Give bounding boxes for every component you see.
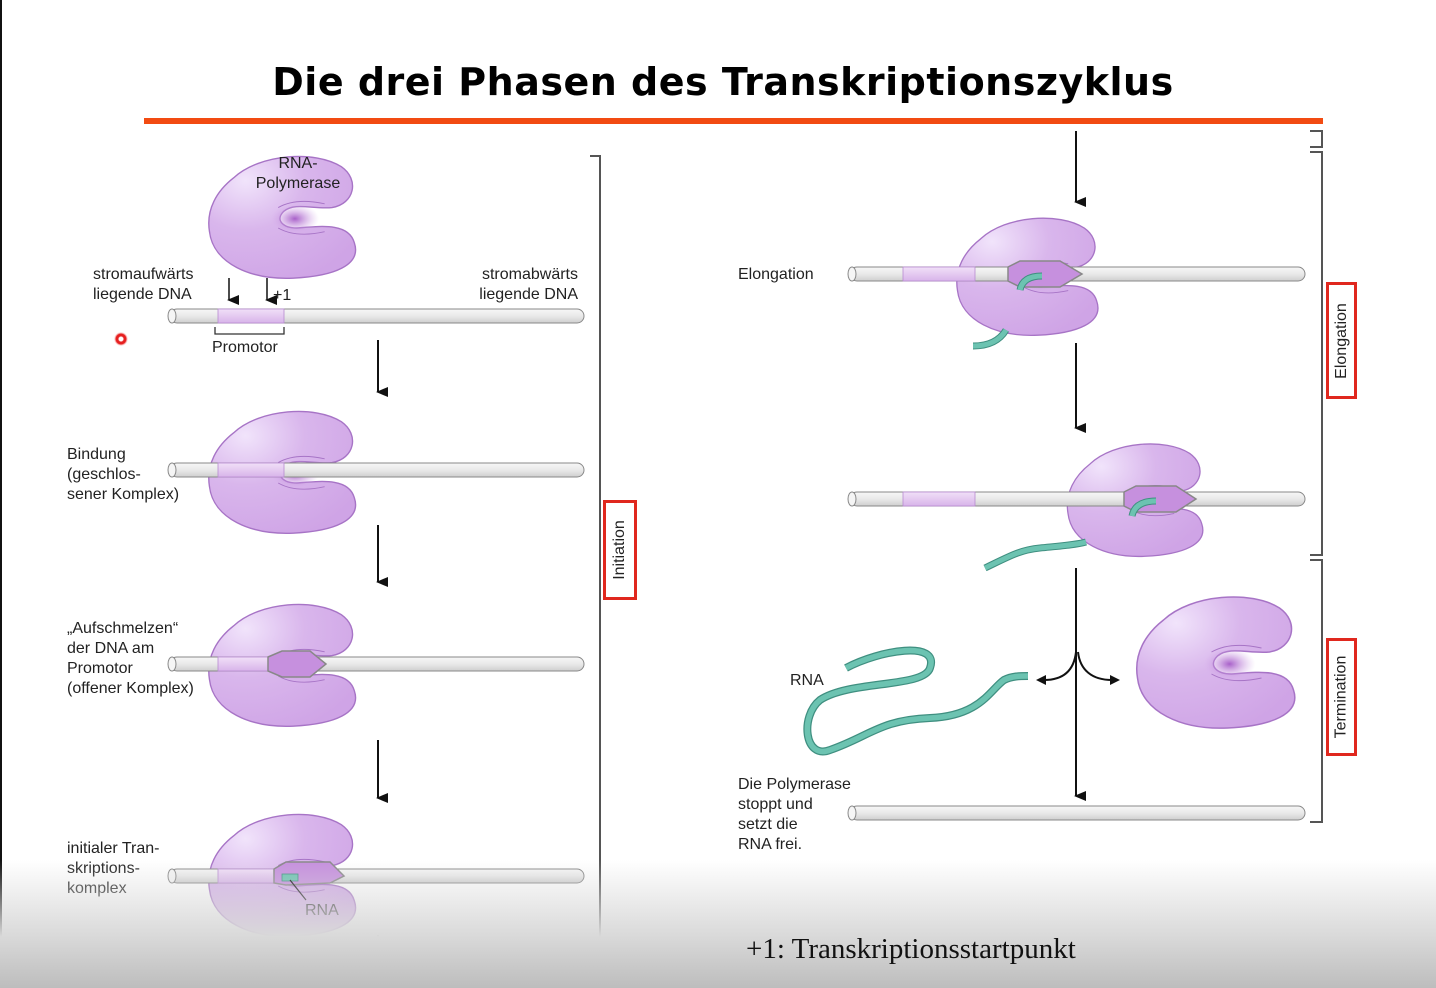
bottom-shadow-overlay [0, 860, 1436, 988]
laser-pointer-dot [114, 332, 128, 346]
dna-strand-2 [167, 462, 585, 478]
released-rna-label: RNA [790, 672, 824, 689]
window-left-edge [0, 0, 2, 988]
phase-termination-text: Termination [1332, 655, 1350, 739]
footnote: +1: Transkriptionsstartpunkt [746, 933, 1076, 965]
rna-polymerase-label: RNA- Polymerase [255, 155, 341, 192]
upstream-dna-label: stromaufwärts liegende DNA [93, 266, 194, 303]
plus-one-label: +1 [273, 287, 292, 304]
title-underline [144, 118, 1323, 124]
release-description-label: Die Polymerase stoppt und setzt die RNA … [738, 776, 851, 853]
phase-initiation-text: Initiation [611, 520, 628, 580]
promoter-label: Promotor [212, 339, 278, 356]
phase-elongation-text: Elongation [1332, 302, 1350, 379]
dna-strand-3 [167, 650, 585, 678]
dna-strand-7 [847, 805, 1306, 821]
dna-strand-5 [847, 260, 1306, 288]
polymerase-released [1135, 596, 1296, 729]
page-title: Die drei Phasen des Transkriptionszyklus [272, 60, 1174, 104]
step-melting-label: „Aufschmelzen“ der DNA am Promotor (offe… [67, 620, 194, 697]
dna-strand-1 [167, 308, 585, 324]
phase-label-termination: Termination [1326, 638, 1357, 756]
downstream-dna-label: stromabwärts liegende DNA [479, 266, 578, 303]
phase-label-elongation: Elongation [1326, 282, 1357, 399]
phase-label-initiation: Initiation [603, 500, 637, 600]
step-binding-label: Bindung (geschlos- sener Komplex) [67, 446, 180, 503]
elongation-step-label: Elongation [738, 266, 814, 283]
